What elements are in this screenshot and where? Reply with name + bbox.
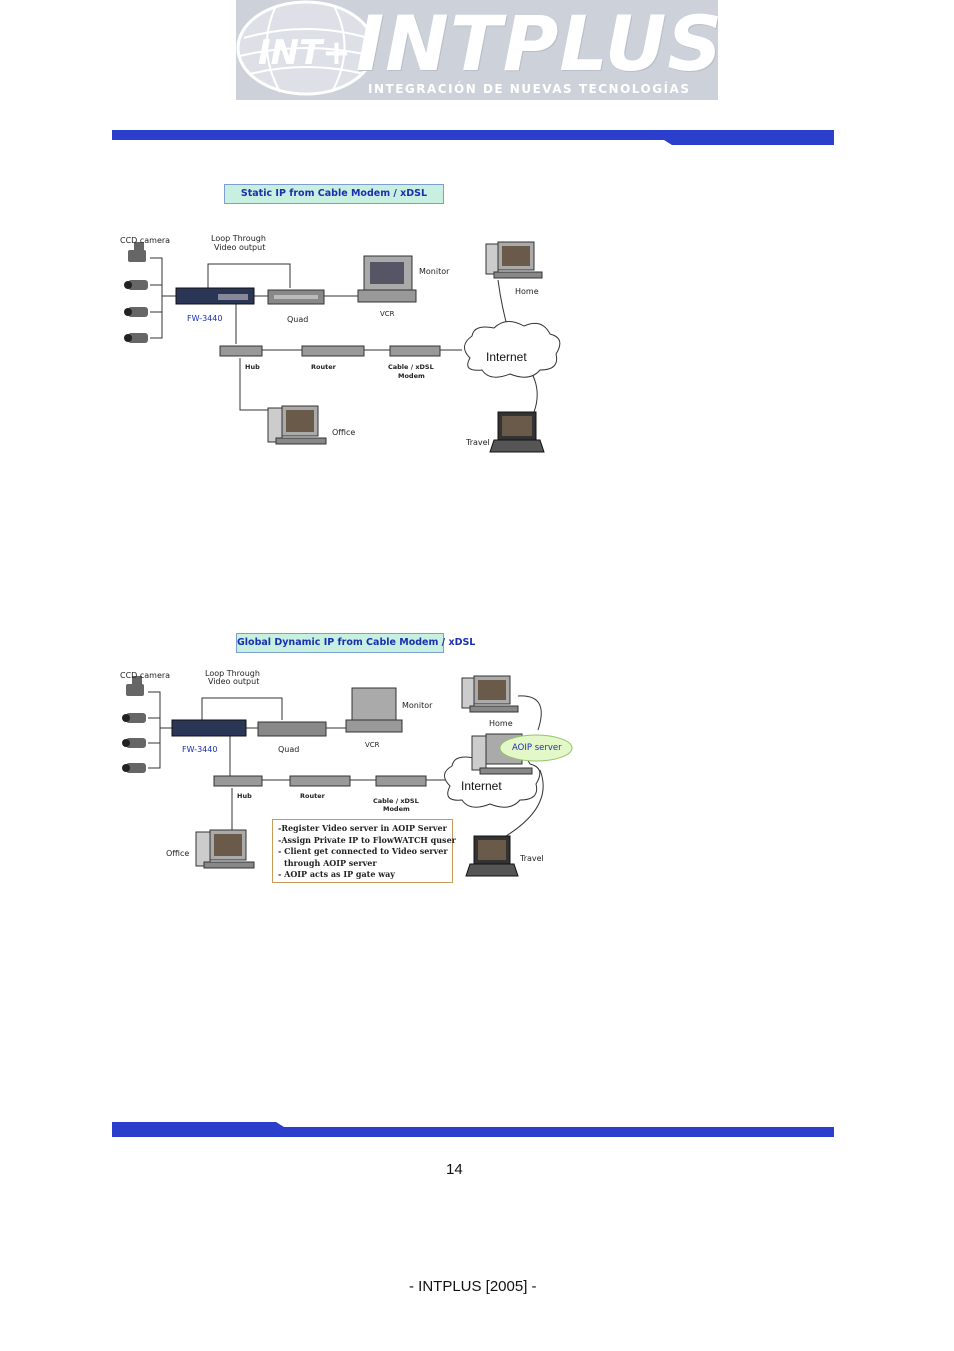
modem-icon	[375, 775, 427, 787]
svg-text:INT+: INT+	[258, 33, 351, 73]
home-pc-icon	[461, 675, 519, 713]
label-internet: Internet	[486, 350, 527, 364]
label-aoip: AOIP server	[512, 743, 562, 753]
travel-laptop-icon	[489, 411, 545, 453]
label-vcr: VCR	[365, 741, 380, 749]
office-pc-icon	[195, 829, 255, 869]
label-camera: CCD camera	[120, 236, 171, 245]
monitor-icon	[351, 687, 397, 721]
diagram2-title: Global Dynamic IP from Cable Modem / xDS…	[236, 633, 475, 653]
quad-device-icon	[257, 721, 327, 737]
label-loop2: Video output	[208, 677, 260, 686]
label-hub: Hub	[245, 363, 260, 371]
label-office: Office	[166, 849, 190, 858]
label-router: Router	[300, 792, 325, 800]
label-cable: Cable / xDSL	[388, 363, 434, 371]
label-loop: Loop Through	[205, 669, 260, 678]
note-line: -Register Video server in AOIP Server	[278, 823, 447, 833]
label-loop: Loop Through	[211, 234, 266, 243]
label-office: Office	[332, 428, 356, 437]
label-internet: Internet	[461, 779, 502, 793]
footer-text: - INTPLUS [2005] -	[409, 1278, 537, 1295]
logo-text: INTPLUS	[356, 0, 718, 88]
intplus-logo: INT+ INTPLUS INTEGRACIÓN DE NUEVAS TECNO…	[236, 0, 718, 100]
label-travel: Travel	[466, 438, 490, 447]
label-monitor: Monitor	[402, 701, 433, 710]
logo-globe-icon: INT+	[236, 0, 376, 96]
hub-icon	[219, 345, 263, 357]
note-line: - Client get connected to Video server	[278, 846, 448, 856]
aoip-highlight	[499, 734, 573, 762]
page-number: 14	[446, 1161, 463, 1178]
fw3440-device-icon	[175, 287, 255, 305]
diagram1-title: Static IP from Cable Modem / xDSL	[224, 184, 444, 204]
header-band	[112, 130, 834, 145]
diagram2-network	[122, 675, 573, 877]
vcr-icon	[357, 289, 417, 303]
router-icon	[289, 775, 351, 787]
logo-subtitle: INTEGRACIÓN DE NUEVAS TECNOLOGÍAS	[368, 82, 691, 96]
label-quad: Quad	[287, 315, 309, 324]
label-home: Home	[515, 287, 539, 296]
note-line: -Assign Private IP to FlowWATCH quser	[278, 834, 456, 845]
camera-icon	[124, 242, 148, 343]
office-pc-icon	[267, 405, 327, 445]
label-monitor: Monitor	[419, 267, 450, 276]
footer-band	[112, 1122, 834, 1137]
label-modem: Modem	[398, 372, 425, 380]
home-pc-icon	[485, 241, 543, 279]
note-line: - AOIP acts as IP gate way	[278, 869, 395, 879]
quad-device-icon	[267, 289, 325, 305]
router-icon	[301, 345, 365, 357]
internet-cloud-icon	[444, 751, 541, 808]
label-quad: Quad	[278, 745, 300, 754]
vcr-icon	[345, 719, 403, 733]
label-hub: Hub	[237, 792, 252, 800]
note-line: through AOIP server	[284, 857, 377, 868]
label-loop2: Video output	[214, 243, 266, 252]
label-cable: Cable / xDSL	[373, 797, 419, 805]
label-fw: FW-3440	[187, 314, 223, 323]
hub-icon	[213, 775, 263, 787]
label-modem: Modem	[383, 805, 410, 813]
monitor-icon	[363, 255, 413, 291]
internet-cloud-icon	[464, 321, 561, 378]
label-home: Home	[489, 719, 513, 728]
label-fw: FW-3440	[182, 745, 218, 754]
label-travel: Travel	[520, 854, 544, 863]
travel-laptop-icon	[465, 835, 519, 877]
fw3440-device-icon	[171, 719, 247, 737]
label-camera: CCD camera	[120, 671, 171, 680]
label-router: Router	[311, 363, 336, 371]
aoip-notes-box: -Register Video server in AOIP Server -A…	[272, 819, 456, 883]
label-vcr: VCR	[380, 310, 395, 318]
diagram1-network	[124, 241, 561, 453]
modem-icon	[389, 345, 441, 357]
